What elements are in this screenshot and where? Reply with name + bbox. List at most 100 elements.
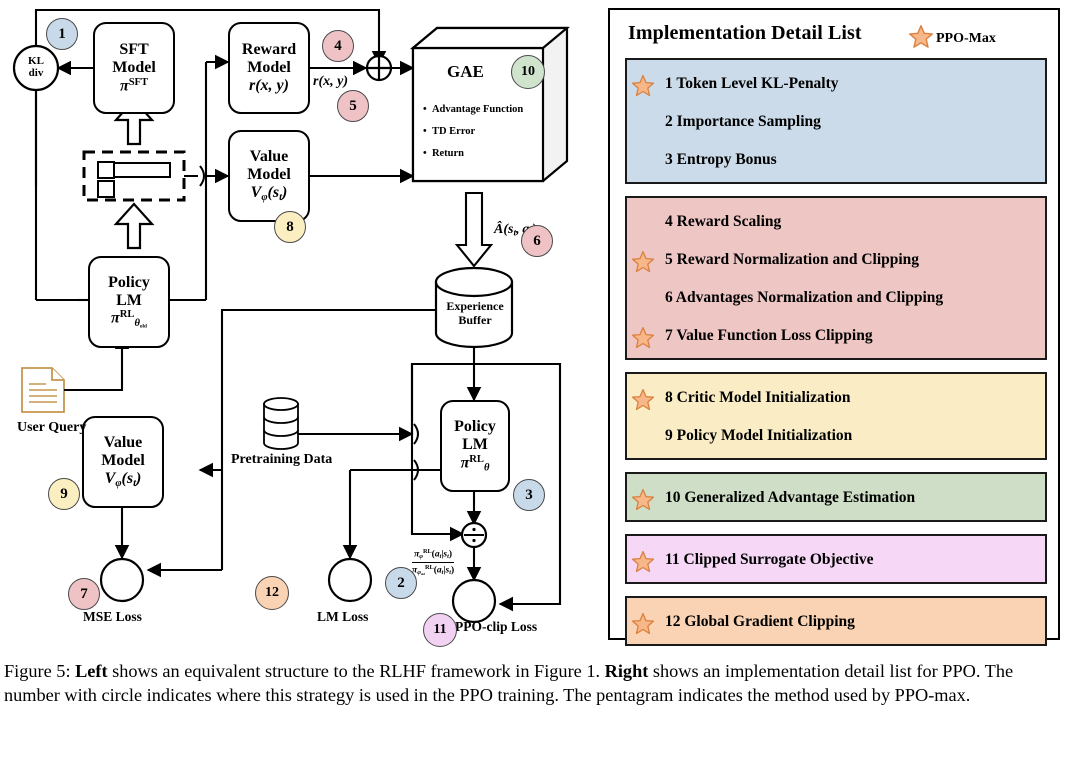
detail-item[interactable]: 6 Advantages Normalization and Clipping <box>627 280 1045 318</box>
policy-lm-old-node[interactable]: Policy LM πRLθold <box>88 256 170 348</box>
star-icon <box>631 250 655 279</box>
detail-item-label: 11 Clipped Surrogate Objective <box>665 551 874 569</box>
panel-title: Implementation Detail List <box>628 22 862 45</box>
detail-item[interactable]: 3 Entropy Bonus <box>627 142 1045 180</box>
detail-group-3: 8 Critic Model Initialization 9 Policy Mo… <box>625 372 1047 460</box>
reward-model-line1: Reward <box>242 41 296 59</box>
detail-group-4: 10 Generalized Advantage Estimation <box>625 472 1047 522</box>
gae-item-1: • TD Error <box>423 126 475 137</box>
badge-5: 5 <box>337 90 369 122</box>
detail-item[interactable]: 1 Token Level KL-Penalty <box>627 66 1045 104</box>
importance-ratio-label: πφRL(at|st) πφoldRL(at|st) <box>412 548 454 577</box>
policy-lm-new-line2: LM <box>462 436 488 454</box>
star-icon-svg <box>631 550 655 574</box>
reward-model-node[interactable]: Reward Model r(x, y) <box>228 22 310 114</box>
badge-1: 1 <box>46 18 78 50</box>
star-icon-svg <box>631 326 655 350</box>
detail-item-label: 9 Policy Model Initialization <box>665 427 852 445</box>
reward-model-formula: r(x, y) <box>249 77 289 95</box>
badge-6: 6 <box>521 225 553 257</box>
gae-item-0: • Advantage Function <box>423 104 523 115</box>
value-model-bottom-line2: Model <box>101 452 145 470</box>
star-icon <box>631 74 655 103</box>
detail-item-label: 8 Critic Model Initialization <box>665 389 851 407</box>
star-icon-svg <box>908 24 934 50</box>
detail-item-label: 6 Advantages Normalization and Clipping <box>665 289 943 307</box>
value-model-top-line1: Value <box>250 148 289 166</box>
policy-lm-new-symbol: πRLθ <box>461 454 490 474</box>
figure-caption: Figure 5: Left shows an equivalent struc… <box>4 660 1062 708</box>
badge-3: 3 <box>513 479 545 511</box>
reward-model-line2: Model <box>247 59 291 77</box>
detail-item[interactable]: 8 Critic Model Initialization <box>627 380 1045 418</box>
detail-item-label: 2 Importance Sampling <box>665 113 821 131</box>
star-icon-svg <box>631 612 655 636</box>
pretraining-data-label: Pretraining Data <box>231 452 332 468</box>
badge-12: 12 <box>255 576 289 610</box>
ratio-numerator: πφRL(at|st) <box>412 548 454 563</box>
detail-item[interactable]: 10 Generalized Advantage Estimation <box>627 480 1045 518</box>
sft-model-policy-symbol: πSFT <box>120 77 148 95</box>
caption-part-1: Left <box>75 661 107 681</box>
policy-lm-new-line1: Policy <box>454 418 496 436</box>
detail-item[interactable]: 7 Value Function Loss Clipping <box>627 318 1045 356</box>
caption-part-3: Right <box>605 661 649 681</box>
sft-model-line1: SFT <box>119 41 148 59</box>
policy-lm-new-node[interactable]: Policy LM πRLθ <box>440 400 510 492</box>
implementation-detail-panel: Implementation Detail List PPO-Max 1 Tok… <box>608 8 1060 640</box>
policy-lm-old-symbol: πRLθold <box>111 309 147 330</box>
star-icon <box>631 550 655 579</box>
sft-model-line2: Model <box>112 59 156 77</box>
badge-4: 4 <box>322 30 354 62</box>
value-model-top-formula: Vφ(st) <box>251 184 288 204</box>
gae-item-2: • Return <box>423 148 464 159</box>
star-icon <box>631 326 655 355</box>
badge-10: 10 <box>511 55 545 89</box>
star-icon <box>908 24 934 55</box>
detail-item[interactable]: 4 Reward Scaling <box>627 204 1045 242</box>
badge-2: 2 <box>385 567 417 599</box>
rlhf-architecture-diagram: KLdiv SFT Model πSFT Reward Model r(x, y… <box>0 0 600 655</box>
detail-item[interactable]: 2 Importance Sampling <box>627 104 1045 142</box>
value-model-bottom-line1: Value <box>104 434 143 452</box>
sft-model-node[interactable]: SFT Model πSFT <box>93 22 175 114</box>
kl-div-label: KLdiv <box>22 56 50 79</box>
detail-item-label: 7 Value Function Loss Clipping <box>665 327 873 345</box>
detail-group-2: 4 Reward Scaling 5 Reward Normalization a… <box>625 196 1047 360</box>
value-model-bottom-formula: Vφ(st) <box>105 470 142 490</box>
star-icon <box>631 488 655 517</box>
badge-7: 7 <box>68 578 100 610</box>
detail-item-label: 12 Global Gradient Clipping <box>665 613 855 631</box>
caption-part-0: Figure 5: <box>4 661 75 681</box>
detail-item-label: 1 Token Level KL-Penalty <box>665 75 839 93</box>
value-model-bottom-node[interactable]: Value Model Vφ(st) <box>82 416 164 508</box>
lm-loss-label: LM Loss <box>317 609 368 625</box>
ppo-clip-loss-label: PPO-clip Loss <box>455 619 537 635</box>
user-query-label: User Query <box>17 420 86 436</box>
panel-header: Implementation Detail List PPO-Max <box>628 20 1046 56</box>
star-icon <box>631 612 655 641</box>
star-icon-svg <box>631 74 655 98</box>
mse-loss-label: MSE Loss <box>83 609 142 625</box>
detail-item[interactable]: 12 Global Gradient Clipping <box>627 604 1045 642</box>
detail-item-label: 10 Generalized Advantage Estimation <box>665 489 915 507</box>
detail-item-label: 3 Entropy Bonus <box>665 151 777 169</box>
value-model-top-line2: Model <box>247 166 291 184</box>
detail-item-label: 4 Reward Scaling <box>665 213 781 231</box>
detail-item[interactable]: 9 Policy Model Initialization <box>627 418 1045 456</box>
star-icon <box>631 388 655 417</box>
policy-lm-old-line2: LM <box>116 292 142 310</box>
detail-item[interactable]: 11 Clipped Surrogate Objective <box>627 542 1045 580</box>
reward-output-label: r(x, y) <box>313 74 348 90</box>
value-model-top-node[interactable]: Value Model Vφ(st) <box>228 130 310 222</box>
detail-group-6: 12 Global Gradient Clipping <box>625 596 1047 646</box>
badge-11: 11 <box>423 613 457 647</box>
detail-item[interactable]: 5 Reward Normalization and Clipping <box>627 242 1045 280</box>
badge-8: 8 <box>274 211 306 243</box>
ppo-max-legend-label: PPO-Max <box>936 31 996 47</box>
badge-9: 9 <box>48 478 80 510</box>
detail-group-5: 11 Clipped Surrogate Objective <box>625 534 1047 584</box>
star-icon-svg <box>631 250 655 274</box>
policy-lm-old-line1: Policy <box>108 274 150 292</box>
